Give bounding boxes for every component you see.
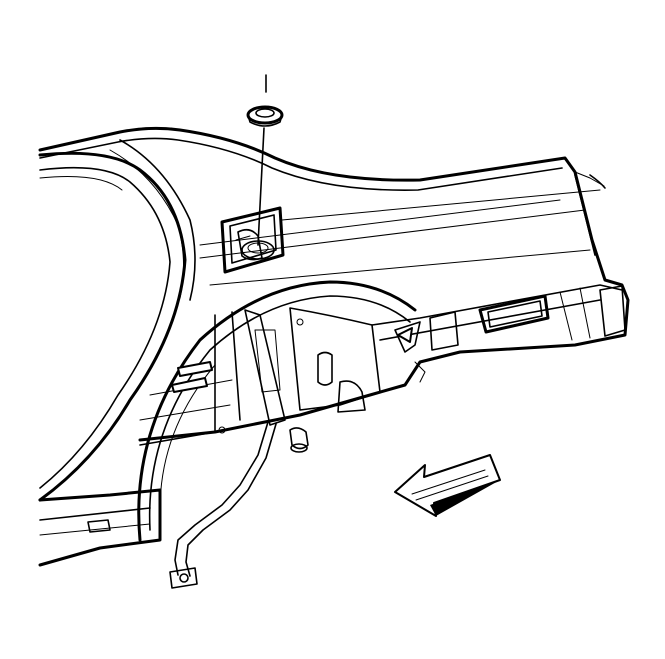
quarter-panel bbox=[38, 126, 630, 442]
grommet-seal bbox=[246, 74, 284, 246]
fuel-tank-vent-hose bbox=[169, 421, 309, 589]
rear-body-panel bbox=[371, 284, 626, 383]
rear-pillar bbox=[38, 139, 196, 502]
rear-wheelhouse-liner-panel bbox=[137, 280, 417, 542]
fuel-filler-door-housing bbox=[220, 206, 285, 274]
direction-arrow bbox=[394, 454, 501, 517]
rocker-panel bbox=[38, 488, 162, 567]
